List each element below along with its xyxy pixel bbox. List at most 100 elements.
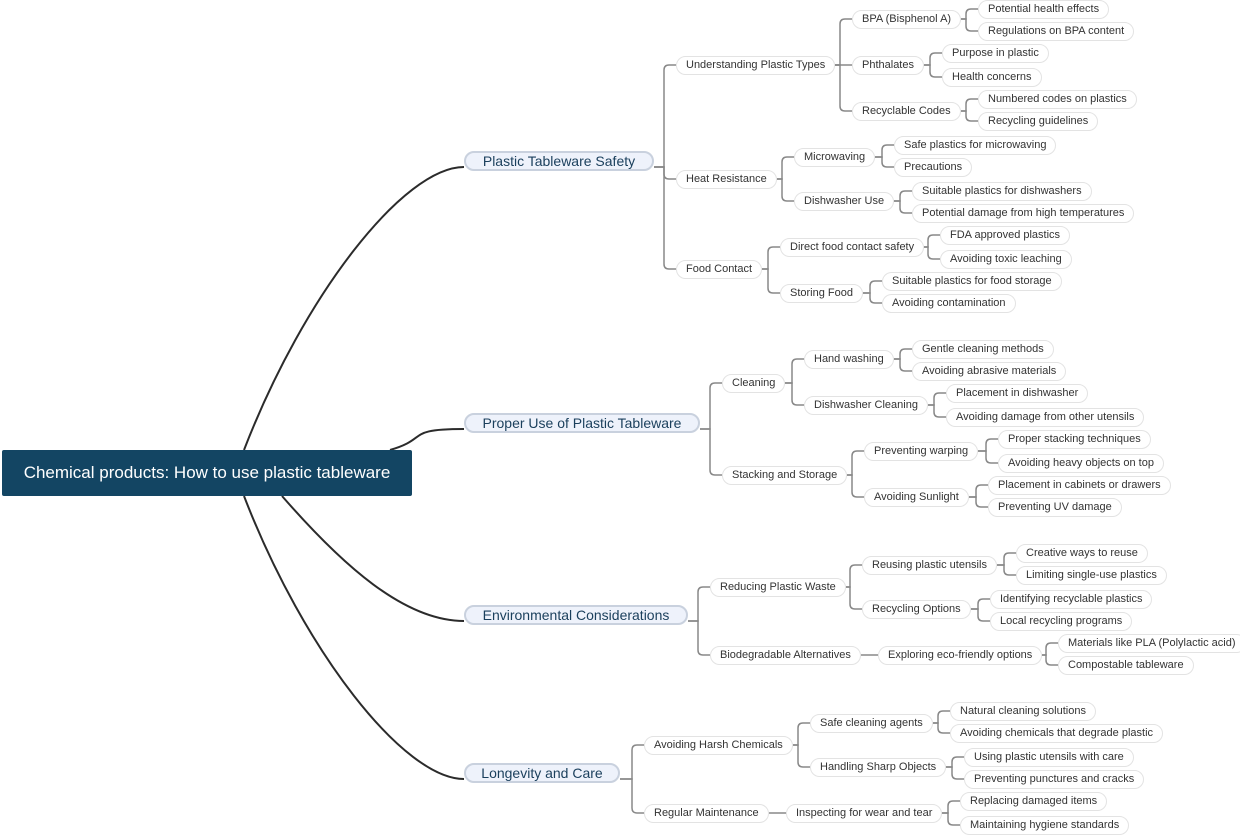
connector-line [777,178,794,202]
connector-line [281,495,465,622]
connector-line [785,358,804,384]
connector-line [243,495,465,780]
root-topic[interactable]: Chemical products: How to use plastic ta… [2,450,412,496]
connector-line [969,484,988,498]
connector-line [863,292,882,304]
connector-line [846,564,862,588]
connector-line [688,620,710,656]
leaf-topic[interactable]: Limiting single-use plastics [1016,565,1167,585]
leaf-topic[interactable]: Preventing punctures and cracks [964,769,1145,789]
connector-line [1042,654,1058,666]
detail-topic[interactable]: Preventing warping [864,441,979,461]
leaf-topic[interactable]: Compostable tableware [1058,655,1194,675]
connector-line [961,98,978,112]
connector-line [924,234,940,248]
connector-line [620,778,644,814]
leaf-topic[interactable]: Gentle cleaning methods [912,339,1054,359]
leaf-topic[interactable]: Numbered codes on plastics [978,89,1137,109]
subtopic[interactable]: Biodegradable Alternatives [710,645,861,665]
leaf-topic[interactable]: Avoiding toxic leaching [940,249,1072,269]
detail-topic[interactable]: Hand washing [804,349,894,369]
connector-line [894,358,912,372]
detail-topic[interactable]: Storing Food [780,283,863,303]
connector-line [997,552,1016,566]
connector-line [933,722,950,734]
detail-topic[interactable]: Recyclable Codes [852,101,961,121]
detail-topic[interactable]: Direct food contact safety [780,237,925,257]
connector-line [946,766,964,780]
leaf-topic[interactable]: Regulations on BPA content [978,21,1135,41]
leaf-topic[interactable]: Natural cleaning solutions [950,701,1096,721]
leaf-topic[interactable]: Precautions [894,157,973,177]
detail-topic[interactable]: Microwaving [794,147,876,167]
connector-line [961,8,978,20]
leaf-topic[interactable]: Potential damage from high temperatures [912,203,1135,223]
connector-line [847,474,864,498]
leaf-topic[interactable]: Preventing UV damage [988,497,1122,517]
leaf-topic[interactable]: Avoiding contamination [882,293,1016,313]
leaf-topic[interactable]: Using plastic utensils with care [964,747,1134,767]
detail-topic[interactable]: Handling Sharp Objects [810,757,947,777]
leaf-topic[interactable]: Avoiding chemicals that degrade plastic [950,723,1164,743]
connector-line [875,144,894,158]
connector-line [997,564,1016,576]
leaf-topic[interactable]: FDA approved plastics [940,225,1071,245]
connector-line [924,64,942,78]
leaf-topic[interactable]: Materials like PLA (Polylactic acid) [1058,633,1240,653]
leaf-topic[interactable]: Replacing damaged items [960,791,1108,811]
connector-line [793,744,810,768]
detail-topic[interactable]: BPA (Bisphenol A) [852,9,962,29]
leaf-topic[interactable]: Potential health effects [978,0,1110,19]
leaf-topic[interactable]: Proper stacking techniques [998,429,1151,449]
connector-line [846,586,862,610]
branch-topic[interactable]: Plastic Tableware Safety [464,151,654,171]
subtopic[interactable]: Understanding Plastic Types [676,55,836,75]
leaf-topic[interactable]: Suitable plastics for dishwashers [912,181,1092,201]
detail-topic[interactable]: Exploring eco-friendly options [878,645,1043,665]
leaf-topic[interactable]: Creative ways to reuse [1016,543,1148,563]
connector-line [961,18,978,32]
detail-topic[interactable]: Inspecting for wear and tear [786,803,943,823]
branch-topic[interactable]: Longevity and Care [464,763,620,783]
leaf-topic[interactable]: Avoiding heavy objects on top [998,453,1164,473]
leaf-topic[interactable]: Safe plastics for microwaving [894,135,1057,155]
leaf-topic[interactable]: Suitable plastics for food storage [882,271,1062,291]
connector-line [924,52,942,66]
connector-line [785,382,804,406]
leaf-topic[interactable]: Purpose in plastic [942,43,1049,63]
leaf-topic[interactable]: Health concerns [942,67,1042,87]
detail-topic[interactable]: Safe cleaning agents [810,713,933,733]
connector-line [946,756,964,768]
connector-line [863,280,882,294]
detail-topic[interactable]: Phthalates [852,55,924,75]
subtopic[interactable]: Regular Maintenance [644,803,769,823]
connector-line [894,200,912,214]
leaf-topic[interactable]: Avoiding damage from other utensils [946,407,1145,427]
subtopic[interactable]: Avoiding Harsh Chemicals [644,735,793,755]
subtopic[interactable]: Food Contact [676,259,763,279]
connector-line [700,428,722,476]
leaf-topic[interactable]: Placement in dishwasher [946,383,1089,403]
subtopic[interactable]: Heat Resistance [676,169,777,189]
subtopic[interactable]: Stacking and Storage [722,465,848,485]
connector-line [389,428,465,451]
leaf-topic[interactable]: Placement in cabinets or drawers [988,475,1171,495]
subtopic[interactable]: Reducing Plastic Waste [710,577,846,597]
connector-line [969,496,988,508]
branch-topic[interactable]: Environmental Considerations [464,605,688,625]
detail-topic[interactable]: Dishwasher Use [794,191,895,211]
leaf-topic[interactable]: Avoiding abrasive materials [912,361,1067,381]
subtopic[interactable]: Cleaning [722,373,786,393]
connector-line [942,800,960,814]
leaf-topic[interactable]: Local recycling programs [990,611,1133,631]
leaf-topic[interactable]: Recycling guidelines [978,111,1099,131]
detail-topic[interactable]: Avoiding Sunlight [864,487,969,507]
leaf-topic[interactable]: Identifying recyclable plastics [990,589,1153,609]
detail-topic[interactable]: Dishwasher Cleaning [804,395,928,415]
detail-topic[interactable]: Reusing plastic utensils [862,555,997,575]
leaf-topic[interactable]: Maintaining hygiene standards [960,815,1130,835]
detail-topic[interactable]: Recycling Options [862,599,971,619]
branch-topic[interactable]: Proper Use of Plastic Tableware [464,413,700,433]
connector-line [793,722,810,746]
